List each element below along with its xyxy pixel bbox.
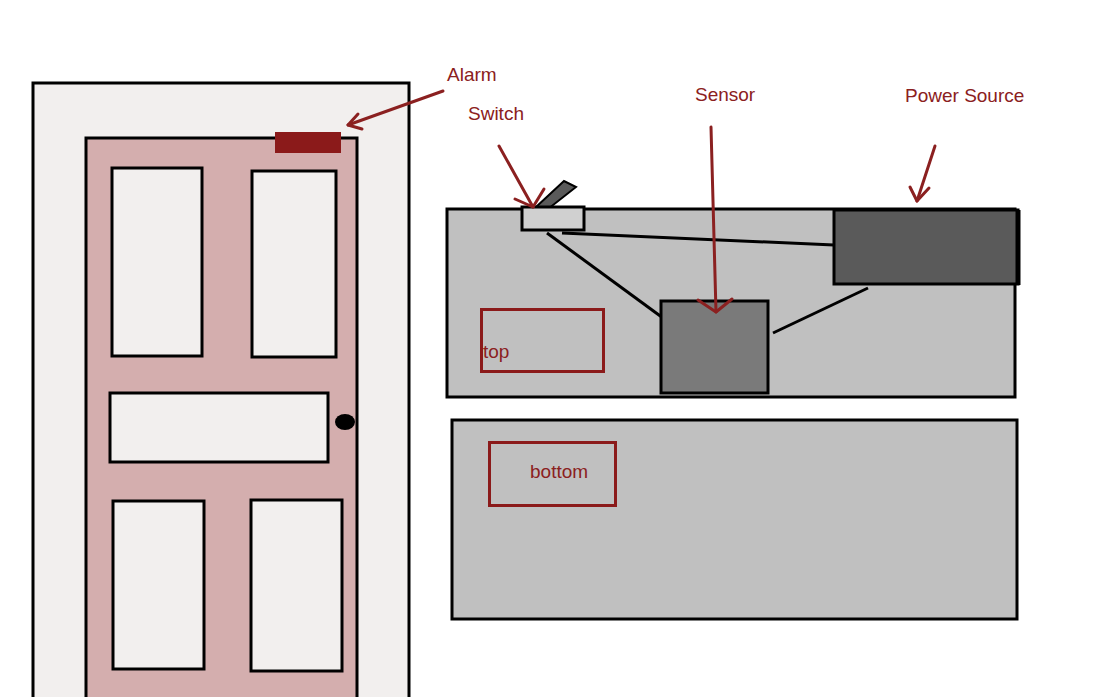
callout-label: Power Source: [905, 85, 1024, 107]
door-panel: [112, 168, 202, 356]
door-knob: [335, 414, 355, 430]
door-slab: [86, 138, 357, 697]
labelled-box: bottom: [488, 441, 617, 507]
arrow-head: [515, 189, 544, 207]
arrow-head: [910, 187, 929, 201]
wire: [547, 233, 663, 318]
box-label: bottom: [530, 461, 608, 483]
wire: [562, 233, 834, 245]
door-panel: [110, 393, 328, 462]
sensor: [661, 301, 768, 393]
box-label: top: [483, 341, 596, 363]
leader-arrow: [348, 91, 443, 125]
labelled-box: top: [480, 308, 605, 373]
callout-label: Sensor: [695, 84, 755, 106]
leader-arrow: [711, 127, 716, 312]
door-panel: [252, 171, 336, 357]
arrow-head: [698, 299, 732, 312]
door-panel: [113, 501, 204, 669]
callout-label: Switch: [468, 103, 524, 125]
arrow-head: [348, 114, 362, 129]
callout-label: Alarm: [447, 64, 497, 86]
wire: [773, 288, 868, 333]
switch-body: [522, 207, 584, 230]
power-source-edge: [1016, 210, 1021, 285]
bottom-housing: [452, 420, 1017, 619]
door-panel: [251, 500, 342, 671]
power-source: [834, 210, 1018, 284]
alarm-box: [275, 132, 341, 153]
door-frame: [33, 83, 409, 697]
